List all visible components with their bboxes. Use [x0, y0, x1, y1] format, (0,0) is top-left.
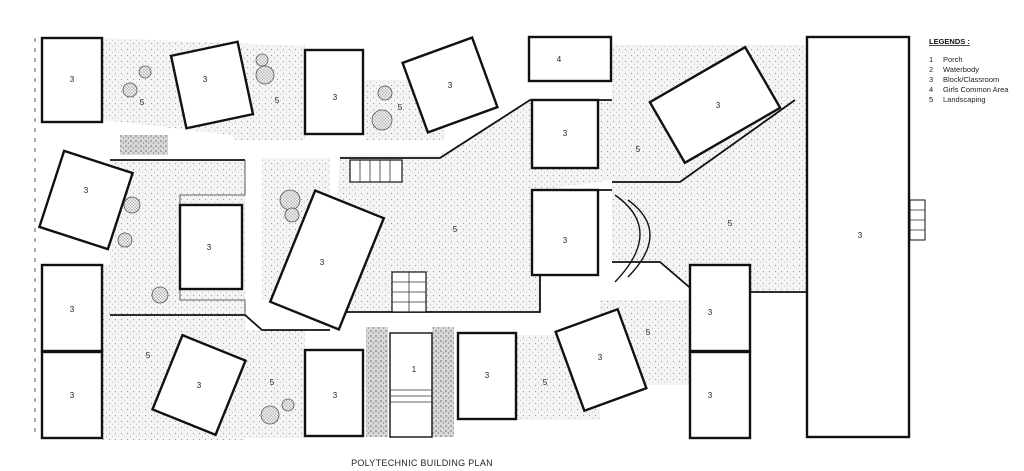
label-block: 3	[203, 75, 208, 84]
legend-text: Block/Classroom	[943, 75, 999, 84]
legend-num: 4	[929, 85, 933, 94]
label-block: 3	[320, 258, 325, 267]
label-block: 3	[716, 101, 721, 110]
landscaping-trees	[117, 53, 393, 425]
block-e-lower	[688, 350, 752, 440]
label-landscaping: 5	[728, 219, 733, 228]
label-block: 3	[70, 75, 75, 84]
block-rotated-west	[37, 149, 135, 251]
label-girls-common: 4	[557, 55, 562, 64]
block-courtyard	[178, 203, 244, 291]
legend-text: Girls Common Area	[943, 85, 1009, 94]
block-w-lower	[40, 350, 104, 440]
legend-num: 1	[929, 55, 933, 64]
plan-caption: POLYTECHNIC BUILDING PLAN	[351, 458, 493, 468]
label-landscaping: 5	[543, 378, 548, 387]
landscape-labels: 5 5 5 5 5 5 5 5 5 5	[140, 96, 733, 387]
legend-num: 2	[929, 65, 933, 74]
block-south-middle	[303, 348, 365, 438]
block-labels: 3 3 3 3 4 3 3 3 3 3 3 3 3 3 3 3 3 3 3 3 …	[70, 55, 863, 400]
stairs	[349, 159, 651, 313]
boundary-lines	[34, 38, 926, 438]
label-block: 3	[708, 308, 713, 317]
label-porch: 1	[412, 365, 417, 374]
legend-num: 5	[929, 95, 933, 104]
label-landscaping: 5	[636, 145, 641, 154]
label-block: 3	[333, 391, 338, 400]
block-rotated-sw	[150, 333, 248, 437]
label-block: 3	[197, 381, 202, 390]
block-top-middle	[303, 48, 365, 136]
label-block: 3	[563, 129, 568, 138]
label-block: 3	[70, 391, 75, 400]
legend-num: 3	[929, 75, 933, 84]
legend-text: Porch	[943, 55, 963, 64]
block-w-upper	[40, 263, 104, 353]
label-landscaping: 5	[140, 98, 145, 107]
label-landscaping: 5	[275, 96, 280, 105]
block-rotated-se	[554, 307, 648, 413]
block-nw	[40, 36, 104, 124]
label-landscaping: 5	[398, 103, 403, 112]
block-large-east	[805, 35, 911, 439]
label-block: 3	[70, 305, 75, 314]
label-block: 3	[448, 81, 453, 90]
block-rotated-ne	[648, 45, 782, 165]
label-block: 3	[84, 186, 89, 195]
block-rotated-center	[268, 188, 386, 332]
block-e-upper	[688, 263, 752, 353]
legend: LEGENDS : 1 Porch 2 Waterbody 3 Block/Cl…	[929, 37, 1009, 104]
label-block: 3	[207, 243, 212, 252]
block-girls-common	[527, 35, 613, 83]
block-center-lower	[530, 188, 600, 277]
label-block: 3	[598, 353, 603, 362]
classroom-blocks	[37, 35, 911, 440]
textured-strips	[120, 135, 454, 437]
block-rotated-1	[169, 40, 255, 130]
label-landscaping: 5	[646, 328, 651, 337]
legend-text: Landscaping	[943, 95, 986, 104]
label-landscaping: 5	[146, 351, 151, 360]
label-block: 3	[708, 391, 713, 400]
label-landscaping: 5	[453, 225, 458, 234]
label-block: 3	[485, 371, 490, 380]
label-block: 3	[563, 236, 568, 245]
legend-title: LEGENDS :	[929, 37, 970, 46]
block-rotated-2	[401, 36, 499, 134]
block-south-center	[456, 331, 518, 421]
porch	[389, 332, 433, 438]
label-landscaping: 5	[270, 378, 275, 387]
label-block: 3	[858, 231, 863, 240]
block-center-upper	[530, 98, 600, 170]
label-block: 3	[333, 93, 338, 102]
legend-text: Waterbody	[943, 65, 979, 74]
